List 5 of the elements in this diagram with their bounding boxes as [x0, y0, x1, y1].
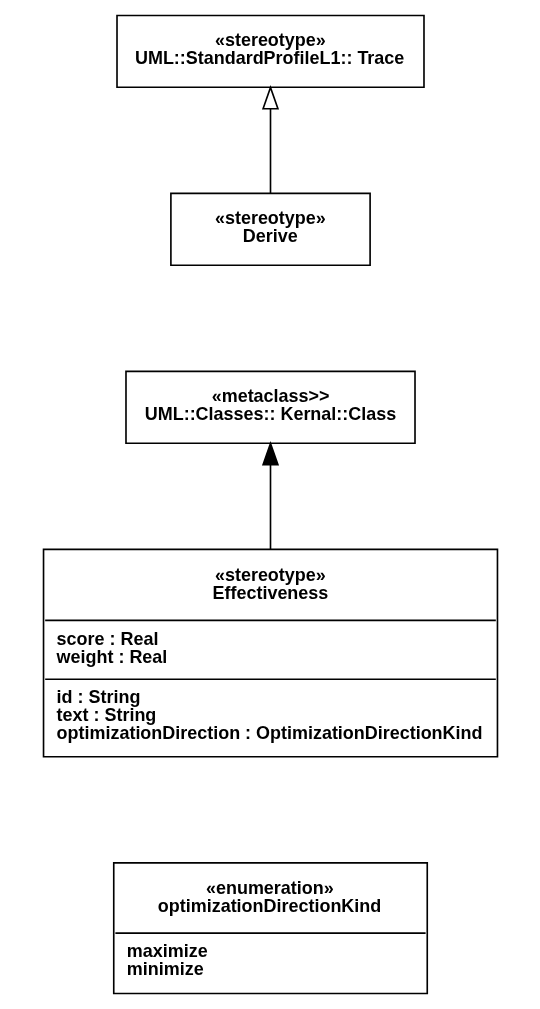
- arrow: [261, 85, 279, 195]
- node-box: «metaclass>> UML::Classes:: Kernal::Class: [124, 370, 416, 445]
- node-box: «stereotype» UML::StandardProfileL1:: Trace: [115, 14, 425, 89]
- arrow: [261, 441, 279, 551]
- node-box: «stereotype» Derive: [169, 192, 371, 267]
